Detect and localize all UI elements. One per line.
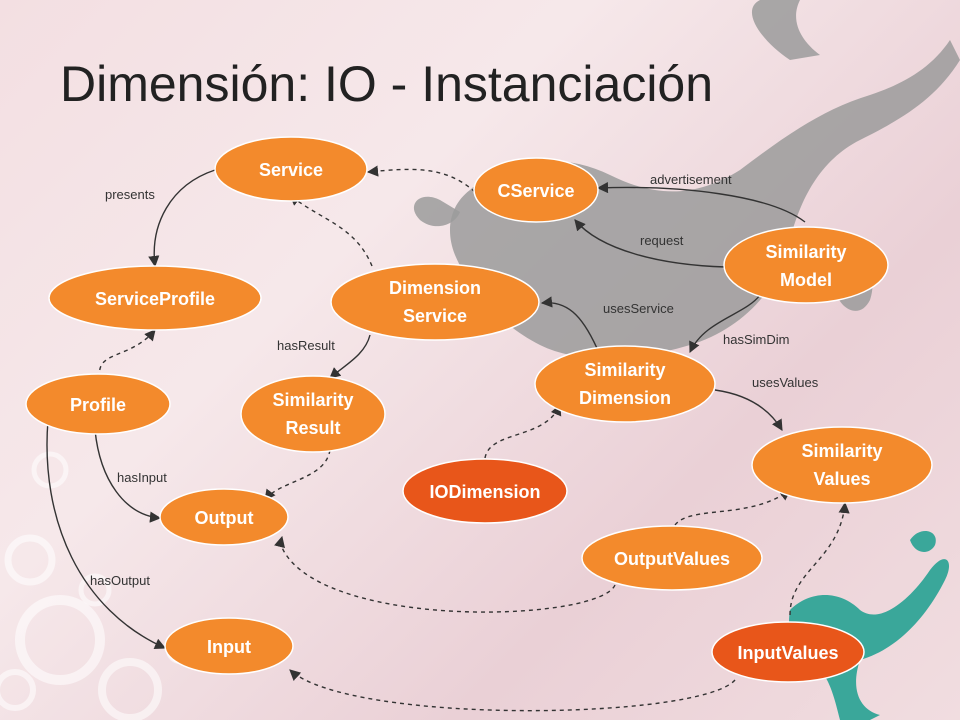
node-label: Service — [259, 160, 323, 180]
node-profile: Profile — [25, 373, 171, 435]
label-presents: presents — [105, 187, 155, 202]
edge-cservice-service — [366, 165, 476, 193]
node-label: Dimension — [389, 278, 481, 298]
label-hasSimDim: hasSimDim — [723, 332, 789, 347]
edge-dimservice-service — [289, 194, 373, 267]
label-hasResult: hasResult — [277, 338, 335, 353]
edge-profile-serviceprofile — [98, 329, 156, 379]
node-label: Profile — [70, 395, 126, 415]
edge-advertisement — [596, 182, 806, 223]
node-label: Values — [813, 469, 870, 489]
edge-usesService — [540, 296, 601, 356]
node-label: Result — [285, 418, 340, 438]
label-usesValues: usesValues — [752, 375, 819, 390]
node-service: Service — [214, 136, 368, 202]
edge-inputvalues-input — [289, 669, 736, 712]
label-hasOutput: hasOutput — [90, 573, 150, 588]
edge-presents — [148, 169, 216, 268]
nodes: Service CService ServiceProfile Dimensio… — [25, 136, 933, 683]
node-label: CService — [497, 181, 574, 201]
node-similarity-dimension: Similarity Dimension — [534, 345, 716, 423]
node-label: Output — [195, 508, 254, 528]
node-iodimension: IODimension — [402, 458, 568, 524]
node-label: OutputValues — [614, 549, 730, 569]
edge-result-output — [264, 449, 331, 501]
edge-usesValues — [714, 389, 783, 431]
edge-inputvalues-simvalues — [789, 501, 850, 616]
edge-iodim-simdim — [484, 403, 562, 459]
node-label: Input — [207, 637, 251, 657]
edge-hasOutput — [46, 419, 167, 649]
node-label: ServiceProfile — [95, 289, 215, 309]
node-input: Input — [164, 617, 294, 675]
node-similarity-result: Similarity Result — [240, 375, 386, 453]
node-serviceprofile: ServiceProfile — [48, 265, 262, 331]
node-label: Dimension — [579, 388, 671, 408]
gecko-green-icon — [789, 530, 950, 720]
edge-hasResult — [329, 334, 371, 379]
node-label: Similarity — [584, 360, 665, 380]
label-hasInput: hasInput — [117, 470, 167, 485]
node-similarity-values: Similarity Values — [751, 426, 933, 504]
label-usesService: usesService — [603, 301, 674, 316]
node-similarity-model: Similarity Model — [723, 226, 889, 304]
node-label: InputValues — [737, 643, 838, 663]
node-outputvalues: OutputValues — [581, 525, 763, 591]
edge-labels: presents advertisement request usesServi… — [90, 172, 819, 588]
node-inputvalues: InputValues — [711, 621, 865, 683]
node-dimension-service: Dimension Service — [330, 263, 540, 341]
slide-title: Dimensión: IO - Instanciación — [60, 56, 714, 112]
edge-outputvalues-simvalues — [674, 489, 791, 526]
label-request: request — [640, 233, 684, 248]
edge-request — [574, 219, 727, 268]
node-cservice: CService — [473, 157, 599, 223]
node-label: Model — [780, 270, 832, 290]
node-label: Similarity — [801, 441, 882, 461]
edge-hasSimDim — [689, 294, 761, 354]
node-label: Service — [403, 306, 467, 326]
edge-hasInput — [94, 429, 162, 523]
node-label: Similarity — [765, 242, 846, 262]
node-label: Similarity — [272, 390, 353, 410]
node-label: IODimension — [429, 482, 540, 502]
decor-circles — [0, 451, 194, 720]
edge-outputvalues-output — [274, 535, 616, 613]
label-advertisement: advertisement — [650, 172, 732, 187]
node-output: Output — [159, 488, 289, 546]
